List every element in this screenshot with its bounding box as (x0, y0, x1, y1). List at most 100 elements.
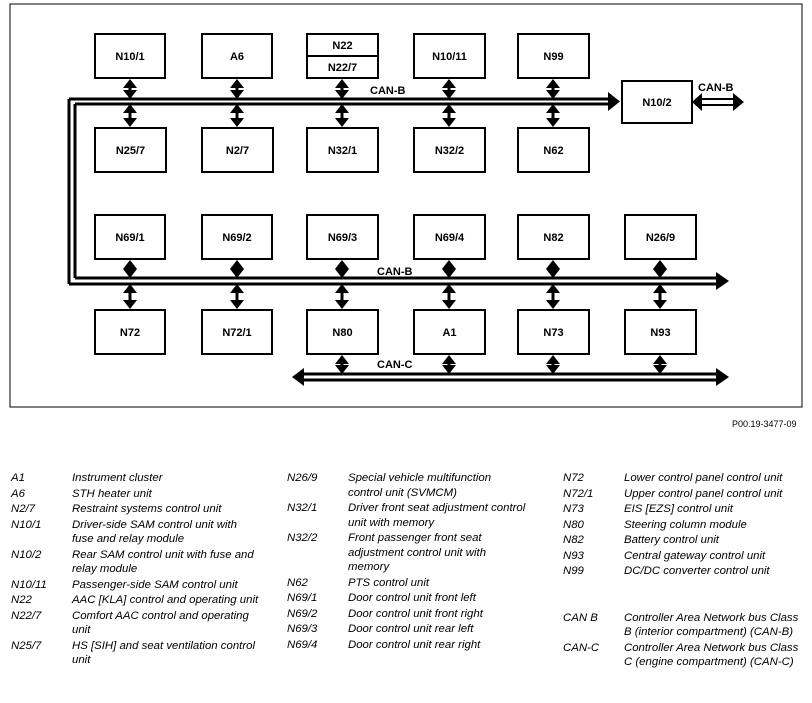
ecu-box-n73: N73 (517, 309, 590, 355)
legend-code: N25/7 (11, 639, 42, 652)
connector-arrowhead-up (546, 79, 560, 88)
can-c-bus (292, 368, 729, 386)
legend-code: N69/1 (287, 592, 318, 604)
legend-code: N69/3 (287, 623, 318, 635)
connector-arrowhead-up (442, 284, 456, 293)
legend-description: Lower control panel control unit (624, 472, 783, 484)
connector-arrowhead-down (230, 90, 244, 99)
connector-arrowhead-up (123, 284, 137, 293)
legend-description: DC/DC converter control unit (624, 565, 770, 577)
legend-code: N62 (287, 576, 308, 589)
connector-arrowhead-up (442, 355, 456, 364)
connector-arrowhead-up (546, 355, 560, 364)
connector-arrowhead-up (230, 79, 244, 88)
connector-arrowhead-up (123, 104, 137, 113)
svg-text:N73: N73 (543, 327, 563, 339)
bus-label-can-b-top: CAN-B (370, 85, 405, 97)
connector-arrowhead-down (653, 365, 667, 374)
bus-label-can-b-mid: CAN-B (377, 266, 412, 278)
legend-description: Restraint systems control unit (72, 503, 222, 515)
diagram-frame (9, 3, 803, 408)
svg-text:N93: N93 (650, 327, 670, 339)
connector-arrowhead-down (335, 300, 349, 309)
svg-text:N72: N72 (120, 327, 140, 339)
legend-description: Special vehicle multifunction control un… (348, 472, 492, 499)
connector-arrowhead-down (442, 118, 456, 127)
legend-description: Passenger-side SAM control unit (72, 578, 238, 591)
can-b-lower-bus (69, 272, 729, 290)
connector-arrowhead-down (230, 118, 244, 127)
ecu-box-n72: N72 (94, 309, 166, 355)
legend-code: A1 (11, 472, 25, 484)
legend-item: A6 STH heater unit (11, 487, 261, 502)
ecu-box-n93: N93 (624, 309, 697, 355)
ecu-box-n2-7: N2/7 (201, 127, 274, 173)
network-topology-diagram: CAN-B CAN-B CAN-B CAN-C N10/1 A6 N22 N22… (9, 3, 803, 408)
svg-text:N22: N22 (332, 40, 352, 52)
connector-arrowhead-down (546, 365, 560, 374)
legend-item: N69/3 Door control unit rear left (287, 622, 527, 637)
connector-arrowhead-up (335, 284, 349, 293)
svg-text:N69/4: N69/4 (435, 232, 465, 244)
svg-text:N82: N82 (543, 232, 563, 244)
legend-code: A6 (11, 487, 25, 500)
connector-arrowhead-up (230, 284, 244, 293)
legend-description: Central gateway control unit (624, 549, 766, 562)
svg-text:N80: N80 (332, 327, 352, 339)
svg-text:N69/3: N69/3 (328, 232, 357, 244)
legend-code: N10/1 (11, 518, 42, 531)
ecu-box-n10-11: N10/11 (413, 33, 486, 79)
legend-description: Door control unit rear left (348, 623, 474, 635)
svg-text:N69/2: N69/2 (222, 232, 251, 244)
connector-arrowhead-up (123, 260, 137, 269)
ecu-box-n69-2: N69/2 (201, 214, 273, 260)
legend-code: N10/2 (11, 548, 42, 561)
legend-code: N99 (563, 565, 584, 577)
connector-arrowhead-up (335, 79, 349, 88)
svg-text:N69/1: N69/1 (115, 232, 144, 244)
ecu-box-n69-4: N69/4 (413, 214, 486, 260)
bus-connectors (123, 79, 667, 374)
connector-arrowhead-up (653, 260, 667, 269)
svg-text:N10/11: N10/11 (432, 51, 467, 63)
svg-text:N72/1: N72/1 (222, 327, 251, 339)
ecu-box-n69-3: N69/3 (306, 214, 379, 260)
connector-arrowhead-down (653, 269, 667, 278)
legend-description: Front passenger front seat adjustment co… (348, 532, 487, 573)
connector-arrowhead-down (123, 118, 137, 127)
connector-arrowhead-down (123, 90, 137, 99)
legend-description: Door control unit front right (348, 607, 483, 620)
ecu-box-n10-2: N10/2 (621, 80, 693, 124)
connector-arrowhead-up (442, 260, 456, 269)
svg-text:N99: N99 (543, 51, 563, 63)
legend-code: N72/1 (563, 487, 594, 500)
ecu-box-n25-7: N25/7 (94, 127, 167, 173)
connector-arrowhead-up (653, 355, 667, 364)
legend-description: STH heater unit (72, 487, 152, 500)
legend-description: Door control unit rear right (348, 638, 481, 651)
svg-text:N26/9: N26/9 (646, 232, 675, 244)
ecu-box-n62: N62 (517, 127, 590, 173)
ecu-box-n72-1: N72/1 (201, 309, 273, 355)
legend-description: Controller Area Network bus Class B (int… (624, 611, 799, 639)
ecu-box-n82: N82 (517, 214, 590, 260)
legend-code: N32/1 (287, 502, 318, 514)
connector-arrowhead-down (442, 300, 456, 309)
